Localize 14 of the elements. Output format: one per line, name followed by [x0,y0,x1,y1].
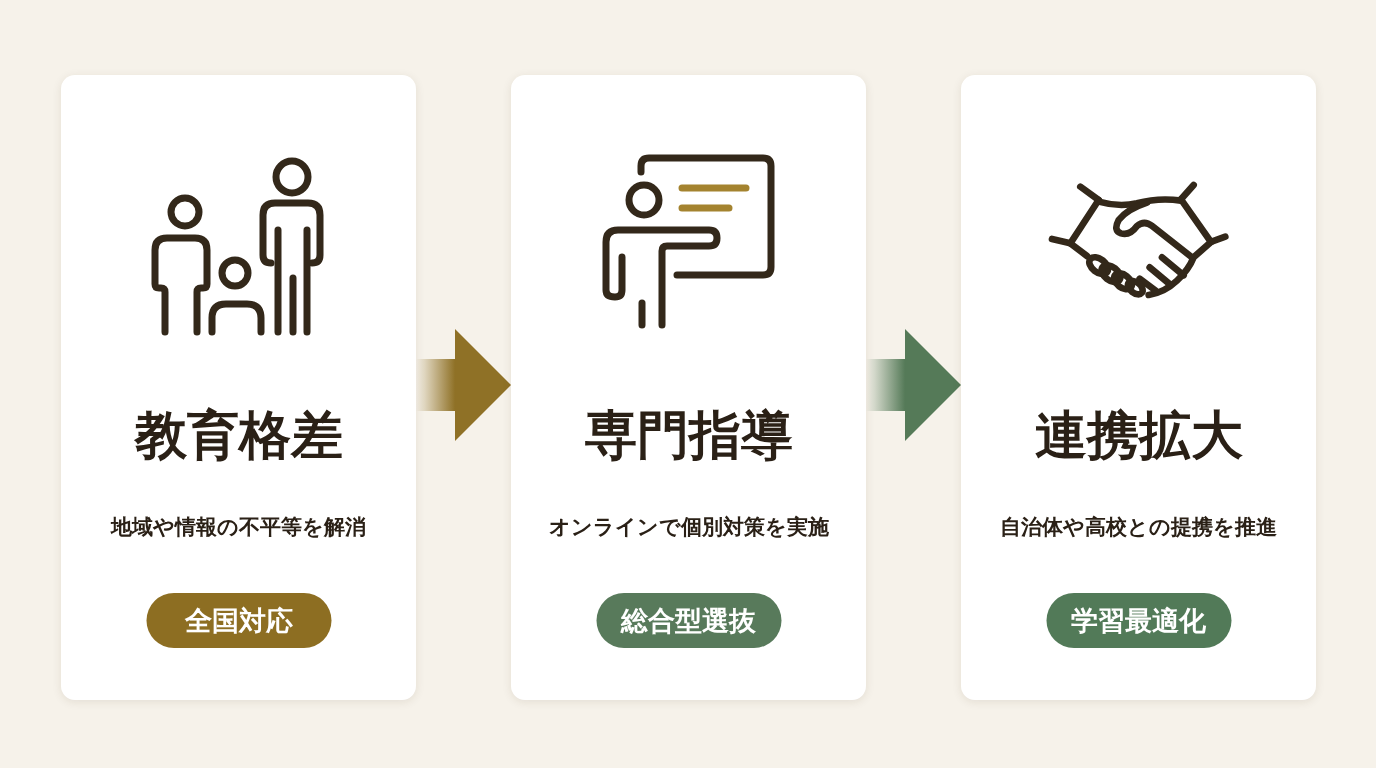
card-title: 連携拡大 [1034,403,1243,467]
step-card [961,75,1316,700]
card-title: 専門指導 [584,403,793,467]
card-title: 教育格差 [134,403,343,467]
card-description: 地域や情報の不平等を解消 [111,514,366,541]
step-card [511,75,866,700]
arrow [416,329,511,441]
arrow [866,329,961,441]
card-description: オンラインで個別対策を実施 [548,514,829,541]
card-description: 自治体や高校との提携を推進 [1000,514,1277,541]
category-tag: 全国対応 [146,593,331,648]
category-tag: 学習最適化 [1046,593,1231,648]
category-tag: 総合型選抜 [596,593,781,648]
step-card [61,75,416,700]
